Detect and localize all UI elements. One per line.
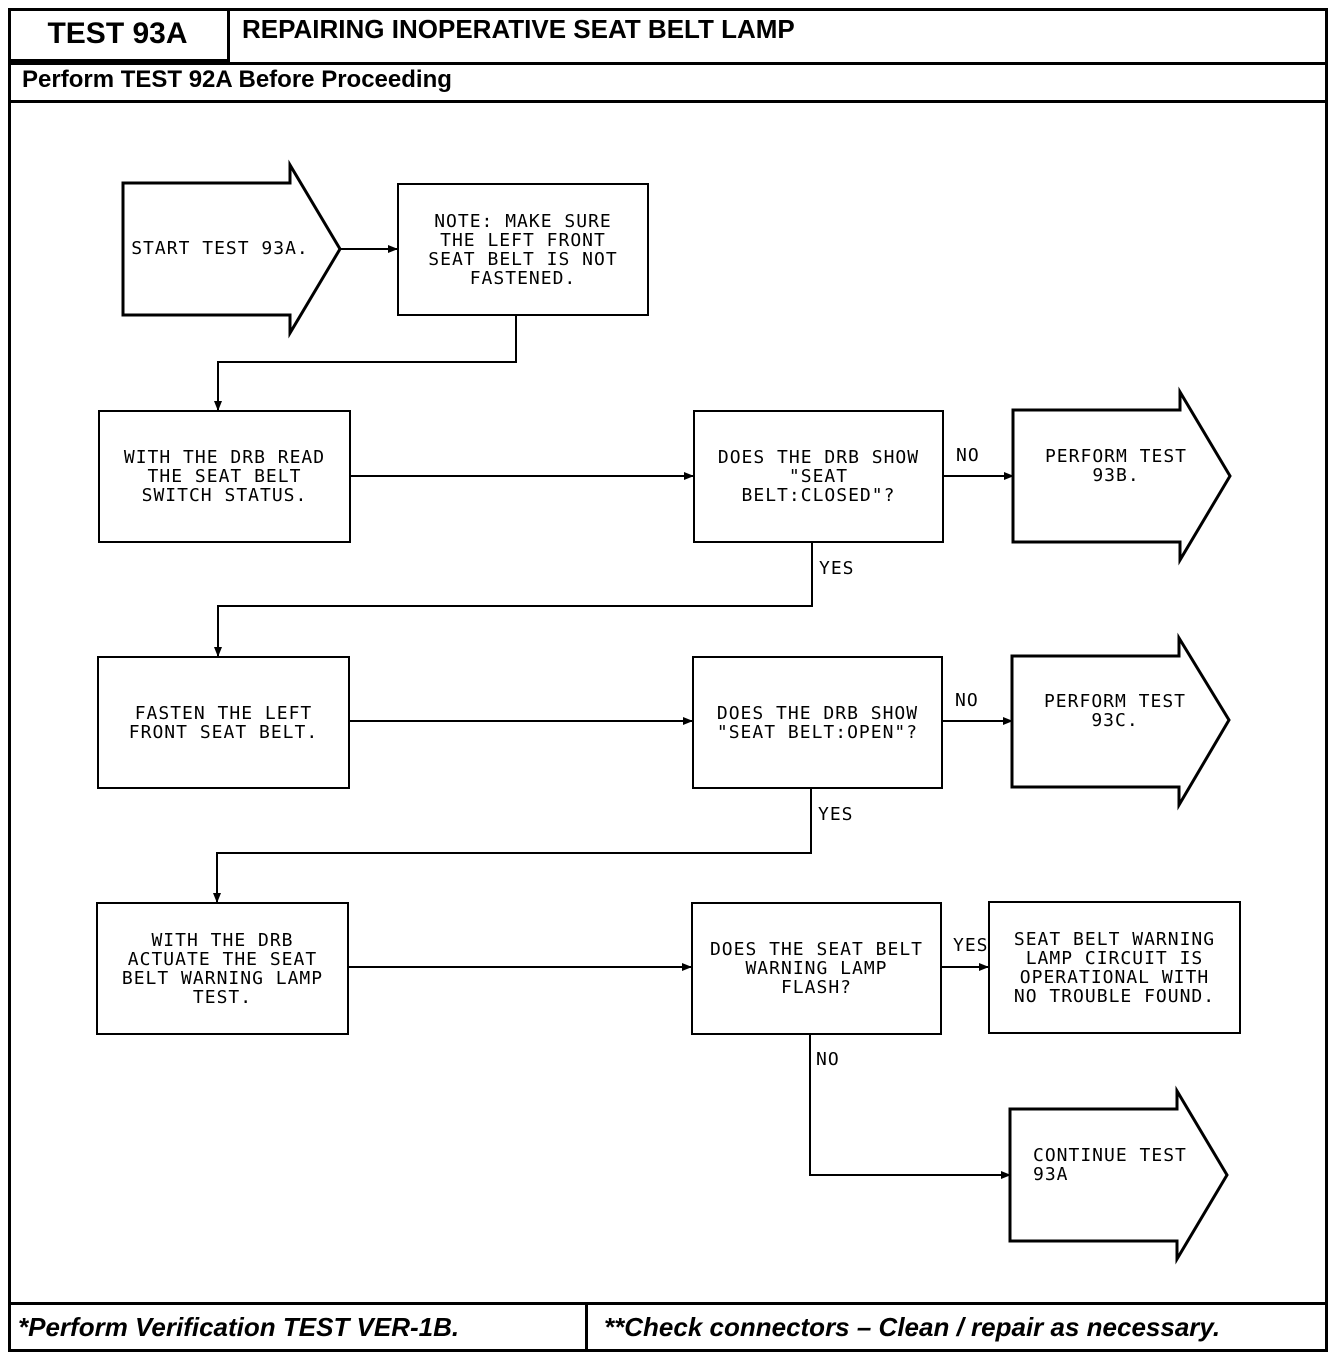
q1-yes-label: YES: [819, 558, 855, 579]
page-title: REPAIRING INOPERATIVE SEAT BELT LAMP: [242, 14, 795, 44]
footer-connector-note: **Check connectors – Clean / repair as n…: [604, 1312, 1221, 1342]
question-seat-belt-closed: DOES THE DRB SHOW "SEAT BELT:CLOSED"?: [693, 410, 944, 543]
connector-q3-no: [809, 1033, 1011, 1179]
start-arrow-shape: [121, 159, 342, 339]
connector-note-step1: [214, 315, 517, 411]
q2-yes-label: YES: [818, 804, 854, 825]
prerequisite-note: Perform TEST 92A Before Proceeding: [22, 66, 452, 93]
footer-column-divider: [585, 1302, 588, 1352]
step-fasten-seat-belt: FASTEN THE LEFT FRONT SEAT BELT.: [97, 656, 350, 789]
subheader-divider: [8, 100, 1328, 103]
result-no-trouble-found: SEAT BELT WARNING LAMP CIRCUIT IS OPERAT…: [988, 901, 1241, 1034]
q2-no-label: NO: [955, 690, 979, 711]
continue-arrow-shape: [1008, 1085, 1229, 1265]
step-read-switch-status: WITH THE DRB READ THE SEAT BELT SWITCH S…: [98, 410, 351, 543]
outcome-93b-arrow-shape: [1011, 386, 1232, 566]
q1-no-label: NO: [956, 445, 980, 466]
connector-q1-yes: [214, 542, 813, 657]
footer-divider: [8, 1302, 1328, 1305]
q3-yes-label: YES: [953, 935, 989, 956]
q3-no-label: NO: [816, 1049, 840, 1070]
start-text: START TEST 93A.: [131, 238, 309, 259]
step-actuate-lamp-test: WITH THE DRB ACTUATE THE SEAT BELT WARNI…: [96, 902, 349, 1035]
header-divider: [8, 62, 1328, 65]
continue-text: CONTINUE TEST 93A: [1033, 1145, 1187, 1185]
connector-q2-yes: [213, 787, 812, 903]
note-box: NOTE: MAKE SURE THE LEFT FRONT SEAT BELT…: [397, 183, 649, 316]
question-lamp-flash: DOES THE SEAT BELT WARNING LAMP FLASH?: [691, 902, 942, 1035]
outcome-93c-arrow-shape: [1010, 632, 1231, 811]
page-frame: [8, 8, 1328, 1352]
footer-verification-note: *Perform Verification TEST VER-1B.: [18, 1312, 460, 1342]
outcome-93b-text: PERFORM TEST 93B.: [1044, 446, 1188, 486]
test-id: TEST 93A: [8, 8, 230, 62]
question-seat-belt-open: DOES THE DRB SHOW "SEAT BELT:OPEN"?: [692, 656, 943, 789]
outcome-93c-text: PERFORM TEST 93C.: [1043, 691, 1187, 731]
